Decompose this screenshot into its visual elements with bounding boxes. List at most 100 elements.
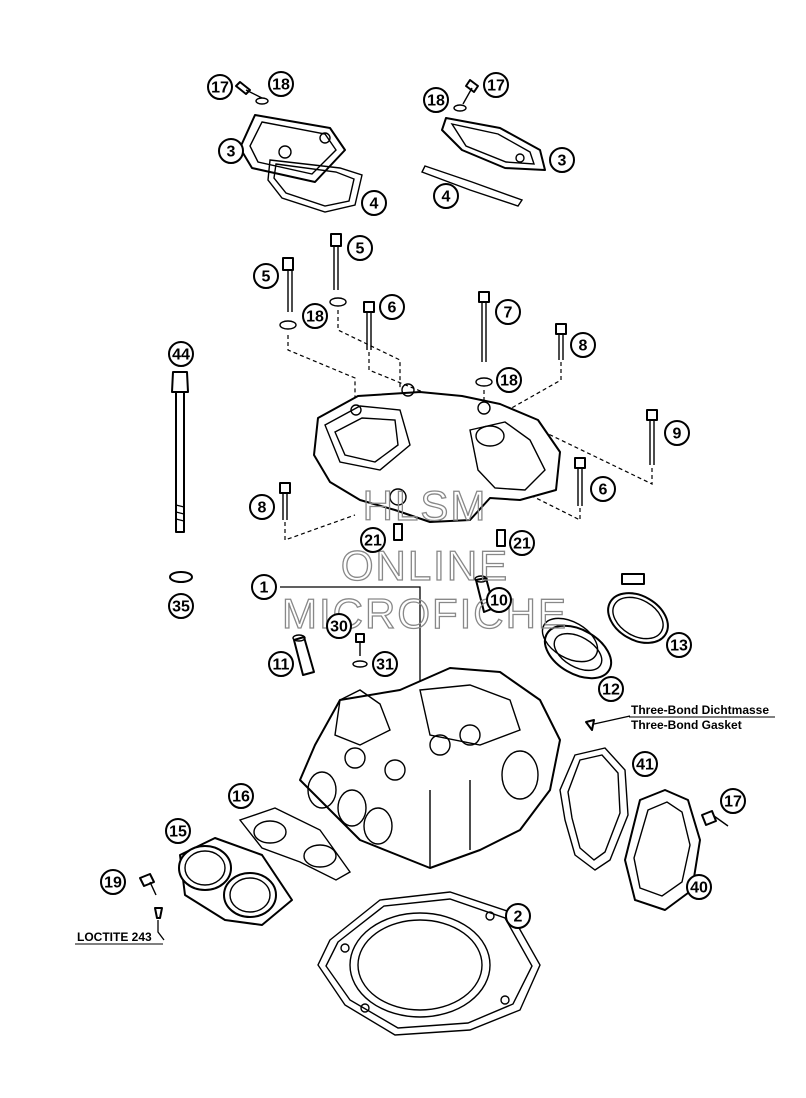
part-callout-6[interactable]: 6 [379,294,405,320]
callout-circle [165,818,191,844]
callout-number: 8 [258,500,267,517]
callout-circle [268,71,294,97]
part-callout-41[interactable]: 41 [632,751,658,777]
callout-number: 21 [364,533,382,550]
callout-number: 6 [388,300,397,317]
callout-circle [505,903,531,929]
part-callout-12[interactable]: 12 [598,676,624,702]
callout-number: 40 [690,880,708,897]
part-callout-7[interactable]: 7 [495,299,521,325]
callout-circle [664,420,690,446]
part-callout-5[interactable]: 5 [347,235,373,261]
exhaust-gasket-16 [238,807,352,881]
part-callout-11[interactable]: 11 [268,651,294,677]
callout-number: 1 [260,580,269,597]
callout-circle [100,869,126,895]
part-callout-5[interactable]: 5 [253,263,279,289]
valve-cover-left [239,114,346,183]
bolt-5-center [330,233,342,290]
part-callout-18[interactable]: 18 [268,71,294,97]
callout-number: 8 [579,338,588,355]
bolt-8-top [555,323,567,360]
bolt-7 [478,291,490,362]
svg-text:MICROFICHE: MICROFICHE [282,590,568,637]
head-gasket-2 [317,891,541,1036]
callout-number: 3 [558,153,567,170]
bolt-30 [355,633,365,656]
bolt-17-left [235,81,263,99]
bolt-5-left [282,257,294,312]
callout-circle [433,183,459,209]
part-callout-9[interactable]: 9 [664,420,690,446]
part-callout-31[interactable]: 31 [372,651,398,677]
callout-circle [249,494,275,520]
callout-circle [632,751,658,777]
part-callout-17[interactable]: 17 [483,72,509,98]
stud-44 [171,371,189,533]
callout-number: 18 [306,309,324,326]
callout-number: 4 [442,189,451,206]
part-callout-18[interactable]: 18 [423,87,449,113]
washer-31 [352,660,368,668]
callout-circle [360,527,386,553]
part-callout-17[interactable]: 17 [720,788,746,814]
callout-number: 21 [513,536,531,553]
callout-number: 17 [724,794,742,811]
part-callout-17[interactable]: 17 [207,74,233,100]
callout-circle [570,332,596,358]
three-bond-dab [585,719,595,731]
part-callout-3[interactable]: 3 [549,147,575,173]
valve-cover-right [441,117,546,171]
callout-number: 3 [227,144,236,161]
washer-18-bolt7 [475,377,493,387]
valve-cover-gasket-right [421,165,524,207]
part-callout-8[interactable]: 8 [249,494,275,520]
part-callout-10[interactable]: 10 [486,587,512,613]
part-callout-6[interactable]: 6 [590,476,616,502]
part-callout-15[interactable]: 15 [165,818,191,844]
part-callout-40[interactable]: 40 [686,874,712,900]
part-callout-21[interactable]: 21 [509,530,535,556]
callout-number: 17 [487,78,505,95]
part-callout-4[interactable]: 4 [433,183,459,209]
part-callout-19[interactable]: 19 [100,869,126,895]
callout-circle [253,263,279,289]
part-callout-3[interactable]: 3 [218,138,244,164]
callout-number: 13 [670,638,688,655]
callout-circle [686,874,712,900]
callout-number: 2 [514,909,523,926]
washer-18-bolt5 [279,320,297,330]
part-callout-21[interactable]: 21 [360,527,386,553]
part-callout-2[interactable]: 2 [505,903,531,929]
part-callout-13[interactable]: 13 [666,632,692,658]
svg-text:LOCTITE 243: LOCTITE 243 [77,930,152,944]
svg-text:HLSM: HLSM [363,482,488,529]
part-callout-44[interactable]: 44 [168,341,194,367]
bolt-17-right [462,79,479,105]
callout-circle [483,72,509,98]
callout-circle [326,613,352,639]
part-callout-35[interactable]: 35 [168,593,194,619]
callout-circle [496,367,522,393]
part-callout-1[interactable]: 1 [251,574,277,600]
callout-circle [361,190,387,216]
callout-circle [218,138,244,164]
part-callout-8[interactable]: 8 [570,332,596,358]
callout-circle [302,303,328,329]
callout-circle [207,74,233,100]
bolt-17-cover [701,810,729,827]
callout-number: 15 [169,824,187,841]
three-bond-note: Three-Bond Dichtmasse Three-Bond Gasket [629,703,775,732]
part-callout-4[interactable]: 4 [361,190,387,216]
bolt-6-right [574,457,586,506]
bolt-19 [139,873,157,896]
part-callout-18[interactable]: 18 [496,367,522,393]
loctite-drop [154,907,163,919]
part-callout-18[interactable]: 18 [302,303,328,329]
part-callout-30[interactable]: 30 [326,613,352,639]
cylinder-head [299,667,561,869]
callout-circle [268,651,294,677]
part-callout-16[interactable]: 16 [228,783,254,809]
callout-circle [168,341,194,367]
